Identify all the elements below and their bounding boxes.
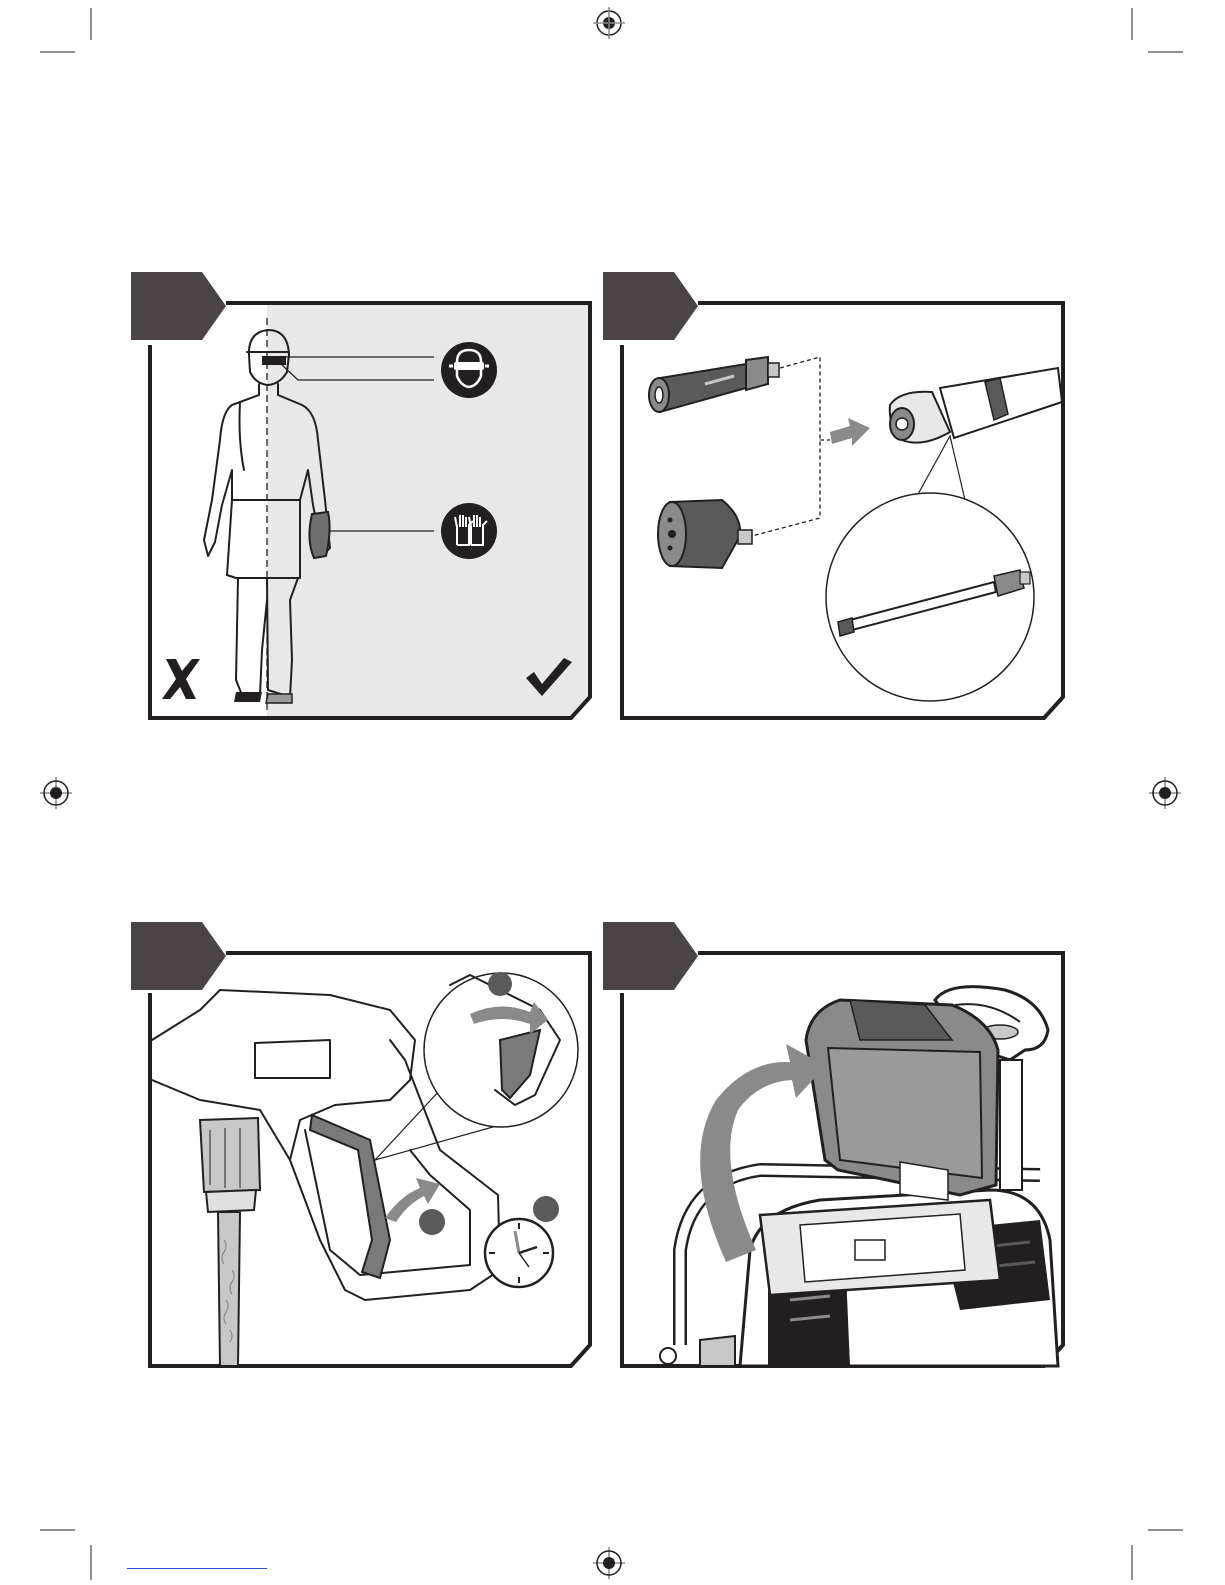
- panel-trigger-lock: [131, 922, 590, 1366]
- registration-mark-left: [40, 777, 72, 809]
- step-dot: [533, 1196, 559, 1222]
- arrow-icon: [830, 418, 870, 446]
- rotate-arrow-icon: [385, 1178, 445, 1235]
- nozzle-icon: [649, 357, 779, 412]
- registration-mark-bottom: [593, 1547, 625, 1579]
- trigger-detail-magnifier: [375, 972, 578, 1160]
- panel-nozzle-attach: [603, 272, 1063, 718]
- clock-icon: [485, 1196, 559, 1287]
- step-tab: [603, 272, 698, 340]
- step-tab: [603, 922, 698, 990]
- face-protection-icon: [441, 342, 497, 398]
- panel-open-lid: [603, 922, 1063, 1366]
- registration-mark-right: [1149, 777, 1181, 809]
- adapter-icon: [658, 500, 752, 568]
- lance-end: [890, 368, 1062, 443]
- panel-ppe: [131, 272, 590, 718]
- registration-mark-top: [593, 7, 625, 39]
- gloves-icon: [441, 503, 497, 559]
- step-tab: [131, 922, 226, 990]
- goggles: [262, 356, 286, 365]
- detail-magnifier: [826, 493, 1034, 701]
- step-dot: [488, 972, 512, 996]
- step-dot: [419, 1209, 445, 1235]
- footer-hyperlink-underline[interactable]: [127, 1568, 267, 1569]
